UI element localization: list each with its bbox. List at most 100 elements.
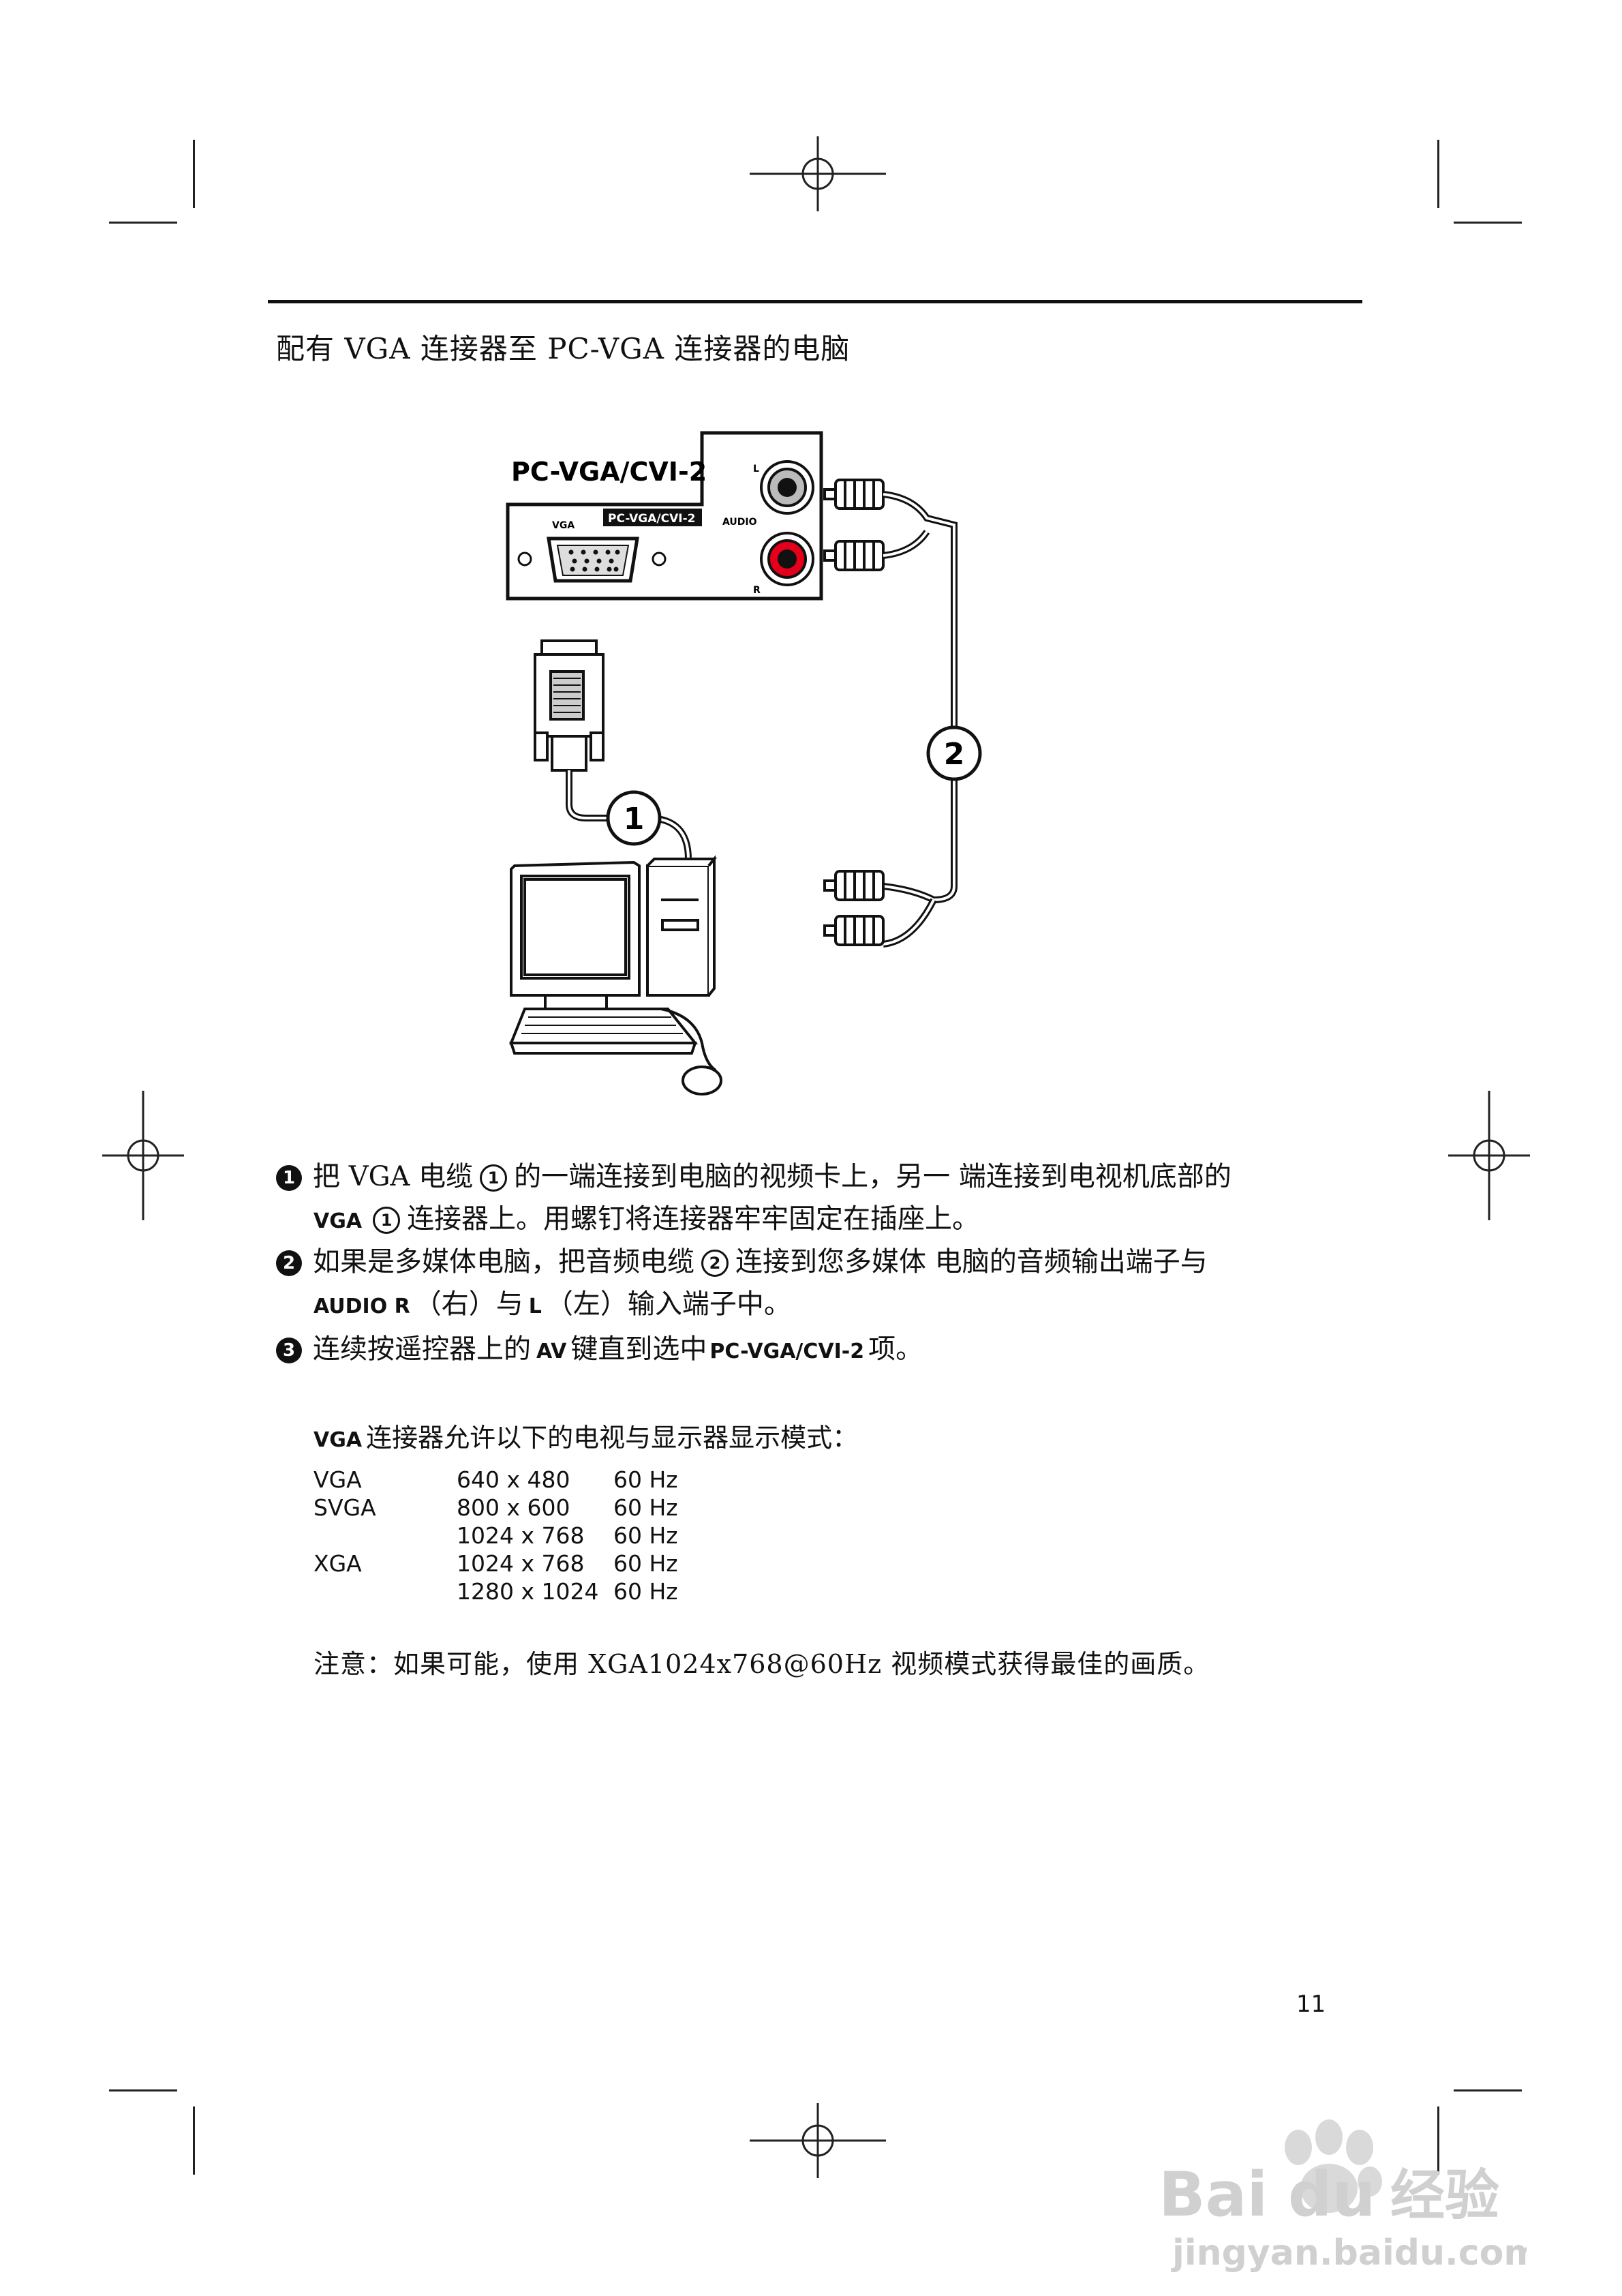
connector-name: L	[528, 1295, 542, 1318]
header-rule	[268, 300, 1362, 303]
watermark-brand: Bai	[1159, 2159, 1268, 2231]
panel-title: PC-VGA/CVI-2	[511, 457, 707, 487]
cable-1-label: 1	[624, 802, 645, 836]
mode-frequency: 60 Hz	[613, 1494, 678, 1521]
crop-mark	[193, 2106, 195, 2175]
cable-ref: 2	[701, 1250, 729, 1277]
panel-badge	[603, 509, 702, 526]
modes-intro-text: 连接器允许以下的电视与显示器显示模式：	[366, 1423, 859, 1453]
cable-ref: 1	[480, 1164, 508, 1192]
audio-label: AUDIO	[722, 517, 757, 528]
vga-pins	[568, 549, 620, 572]
registration-mark	[750, 2103, 886, 2178]
cable-1-callout	[606, 790, 662, 846]
rca-plug-top	[823, 479, 885, 510]
registration-mark	[750, 136, 886, 211]
crop-mark	[109, 222, 177, 224]
rca-plug-pc-bottom	[823, 915, 885, 946]
screw-hole	[517, 552, 532, 567]
cable-ref: 1	[373, 1207, 401, 1234]
step-number-3: 3	[276, 1338, 302, 1363]
step-number-1: 1	[276, 1165, 302, 1191]
pc-tower	[646, 855, 718, 997]
instruction-text: 项。	[868, 1333, 923, 1365]
mode-row: VGA 640 x 480 60 Hz	[313, 1466, 678, 1494]
left-label: L	[753, 464, 759, 474]
instruction-text: （右）与	[414, 1288, 523, 1320]
cable-2-label: 2	[944, 737, 965, 772]
paw-icon	[1285, 2119, 1382, 2213]
page-title: 配有 VGA 连接器至 PC-VGA 连接器的电脑	[276, 332, 851, 365]
step-number-2: 2	[276, 1250, 302, 1276]
vga-label: VGA	[552, 520, 575, 531]
connector-name: AUDIO R	[313, 1295, 410, 1318]
mode-name: XGA	[313, 1550, 362, 1577]
audio-right-jack	[760, 532, 814, 586]
rca-plug-bottom	[823, 540, 885, 571]
mode-resolution: 1280 x 1024	[457, 1578, 599, 1605]
crop-mark	[109, 2089, 177, 2091]
mode-row: 1024 x 768 60 Hz	[313, 1522, 678, 1550]
cable-2-callout	[926, 725, 982, 781]
key-name: AV	[536, 1340, 567, 1363]
baidu-watermark: Bai du 经验 jingyan.baidu.com	[1159, 2119, 1527, 2274]
mode-resolution: 1024 x 768	[457, 1522, 585, 1549]
mode-frequency: 60 Hz	[613, 1550, 678, 1577]
right-label: R	[753, 585, 761, 596]
mode-row: SVGA 800 x 600 60 Hz	[313, 1494, 678, 1522]
crop-mark	[1437, 140, 1439, 208]
mode-resolution: 800 x 600	[457, 1494, 570, 1521]
source-name: PC-VGA/CVI-2	[709, 1340, 865, 1363]
note-text: 注意：如果可能，使用 XGA1024x768@60Hz 视频模式获得最佳的画质。	[313, 1649, 1210, 1679]
mode-row: 1280 x 1024 60 Hz	[313, 1577, 678, 1605]
screw-hole	[652, 552, 667, 567]
mode-name	[313, 1577, 457, 1605]
crop-mark	[1454, 2089, 1522, 2091]
mode-name: VGA	[313, 1466, 362, 1493]
vga-plug	[534, 639, 605, 772]
mode-row: XGA 1024 x 768 60 Hz	[313, 1550, 678, 1577]
instruction-text: 连接器上。用螺钉将连接器牢牢固定在插座上。	[407, 1203, 980, 1235]
pc-monitor	[510, 860, 641, 1010]
watermark-brand-2: du	[1288, 2159, 1376, 2231]
crop-mark	[193, 140, 195, 208]
connector-name: VGA	[313, 1209, 363, 1233]
display-modes-table: VGA 640 x 480 60 Hz SVGA 800 x 600 60 Hz 102…	[313, 1466, 678, 1605]
instruction-text: 键直到选中	[570, 1333, 707, 1365]
audio-left-jack	[760, 460, 814, 515]
pc-mouse	[682, 1066, 722, 1096]
mode-name: SVGA	[313, 1494, 376, 1521]
mode-name	[313, 1522, 457, 1550]
instruction-text: 把 VGA 电缆	[313, 1161, 474, 1192]
panel-badge-label: PC-VGA/CVI-2	[608, 512, 695, 526]
connection-diagram: PC-VGA/CVI-2 PC-VGA/CVI-2 VGA AUDIO L R	[506, 431, 982, 1096]
registration-mark	[1448, 1091, 1530, 1220]
mode-resolution: 640 x 480	[457, 1466, 570, 1493]
connector-name: VGA	[313, 1428, 363, 1452]
mode-resolution: 1024 x 768	[457, 1550, 585, 1577]
crop-mark	[1437, 2106, 1439, 2175]
audio-cable	[883, 491, 958, 948]
pc-keyboard	[509, 1008, 699, 1055]
watermark-suffix: 经验	[1390, 2164, 1499, 2227]
registration-mark	[102, 1091, 184, 1220]
crop-mark	[1454, 222, 1522, 224]
instruction-text: 连接到您多媒体 电脑的音频输出端子与	[735, 1246, 1208, 1278]
mode-frequency: 60 Hz	[613, 1466, 678, 1493]
mode-frequency: 60 Hz	[613, 1522, 678, 1549]
mode-frequency: 60 Hz	[613, 1578, 678, 1605]
page-number: 11	[1296, 1991, 1326, 2018]
keyboard-keys	[521, 1016, 683, 1034]
instruction-text: 的一端连接到电脑的视频卡上，另一 端连接到电视机底部的	[514, 1161, 1231, 1192]
vga-plug-ridges	[553, 678, 581, 713]
mouse-cable	[660, 1008, 717, 1072]
instruction-text: （左）输入端子中。	[545, 1288, 791, 1320]
watermark-url: jingyan.baidu.com	[1171, 2233, 1527, 2274]
instruction-text: 如果是多媒体电脑，把音频电缆	[313, 1246, 694, 1278]
rca-plug-pc-top	[823, 870, 885, 901]
instruction-text: 连续按遥控器上的	[313, 1333, 531, 1365]
